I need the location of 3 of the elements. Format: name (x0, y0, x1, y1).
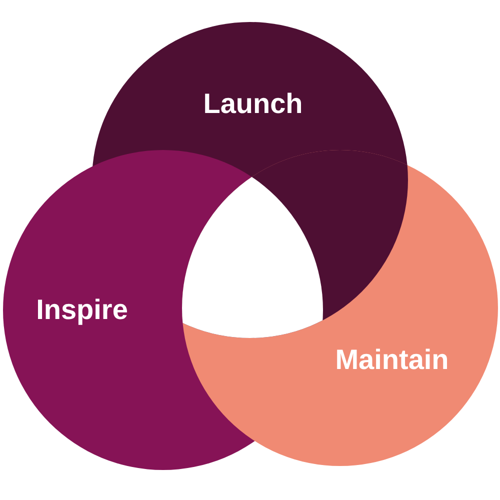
circle-label: Maintain (335, 344, 449, 376)
circle-label: Inspire (36, 294, 128, 326)
circle-label: Launch (203, 88, 303, 120)
